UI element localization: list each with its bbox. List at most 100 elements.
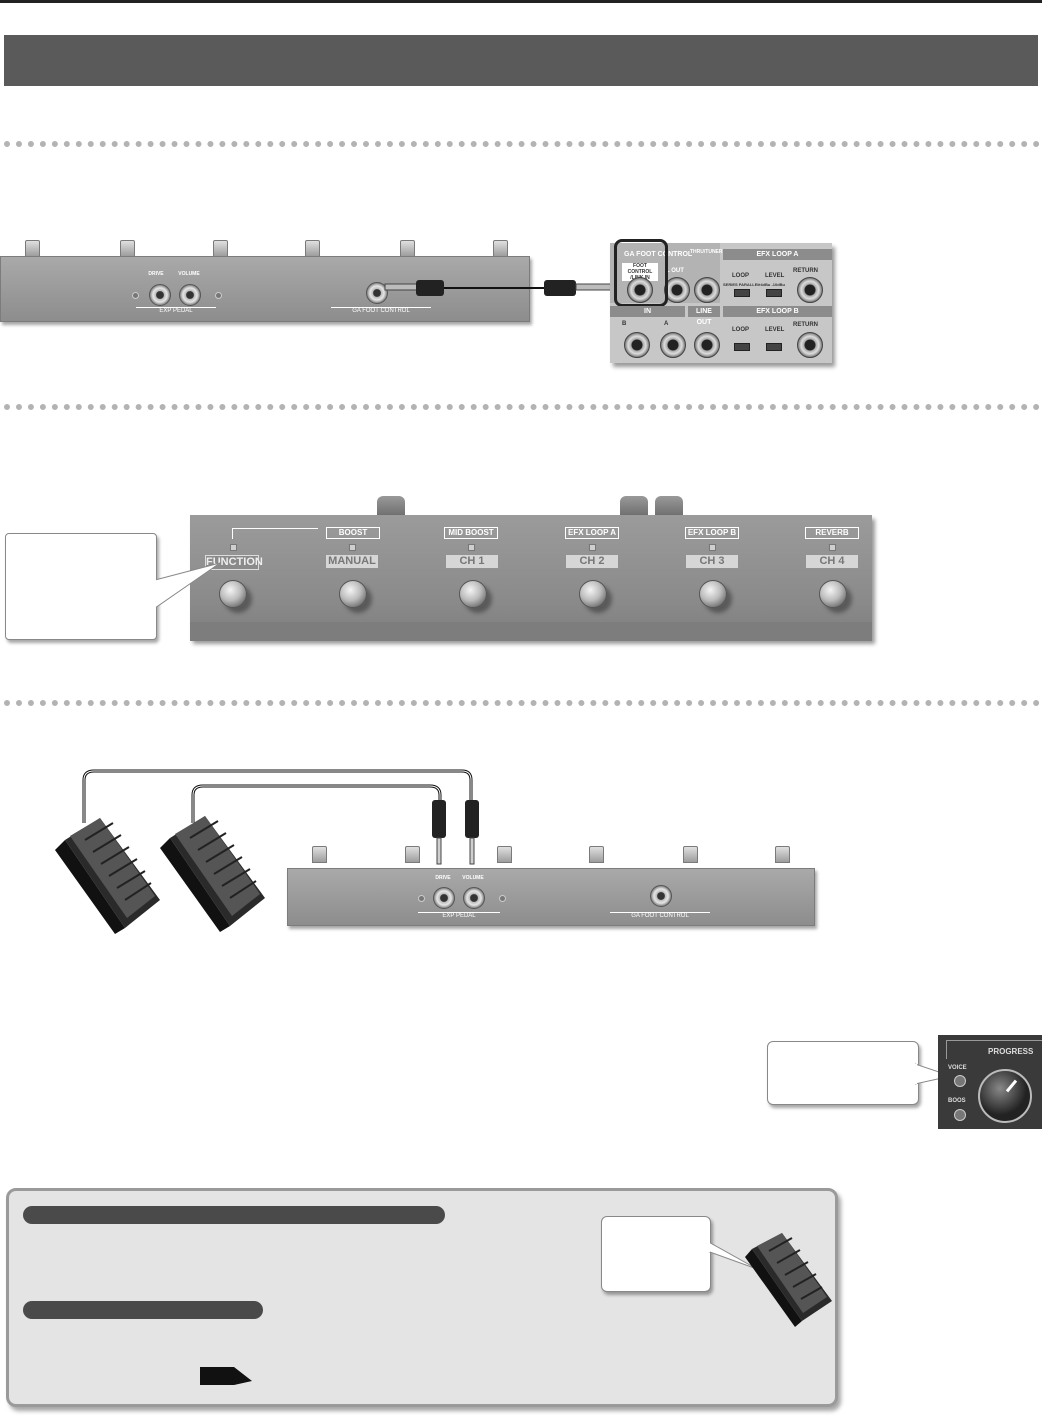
dotted-separator <box>4 700 1040 706</box>
group-label-boost: BOOST <box>326 527 380 539</box>
ch1-label: CH 1 <box>446 555 498 568</box>
screw-icon <box>132 292 139 299</box>
drive-jack[interactable] <box>433 887 455 909</box>
voice-button[interactable] <box>954 1075 966 1087</box>
ch4-foot-switch[interactable] <box>819 580 847 608</box>
note-box <box>6 1188 838 1407</box>
input-a-jack[interactable] <box>660 332 686 358</box>
line-out-jack[interactable] <box>694 332 720 358</box>
return-a-jack[interactable] <box>797 277 823 303</box>
series-parallel-label: SERIES PARALLEL <box>723 282 760 287</box>
foot-switch-icon <box>400 240 415 257</box>
plug-icon <box>384 283 420 291</box>
loop-switch[interactable] <box>734 289 750 297</box>
drive-jack[interactable] <box>149 284 171 306</box>
screw-icon <box>418 895 425 902</box>
foot-switch-icon <box>493 240 508 257</box>
plug-icon <box>436 837 442 865</box>
input-b-jack[interactable] <box>624 332 650 358</box>
line-out-heading: LINE OUT <box>688 306 720 326</box>
section-title-bar <box>4 35 1038 86</box>
plug-icon <box>465 800 479 838</box>
level-b-switch[interactable] <box>766 343 782 351</box>
progress-panel: PROGRESS VOICE BOOS <box>938 1035 1042 1129</box>
volume-jack[interactable] <box>179 284 201 306</box>
connection-cable <box>384 280 615 296</box>
led-indicator <box>230 544 237 551</box>
heading-pill-1 <box>23 1206 445 1224</box>
foot-switch-icon <box>312 846 327 863</box>
plug-icon <box>416 280 444 296</box>
drive-label: DRIVE <box>148 271 164 277</box>
dotted-separator <box>4 141 1040 147</box>
foot-controller-panel <box>190 515 872 640</box>
ch4-label: CH 4 <box>806 555 858 568</box>
loop-b-switch[interactable] <box>734 343 750 351</box>
drive-label: DRIVE <box>435 875 451 881</box>
thru-tuner-out-jack[interactable] <box>694 277 720 303</box>
foot-switch-icon <box>683 846 698 863</box>
led-indicator <box>709 544 716 551</box>
return-b-label: RETURN <box>793 322 818 328</box>
ch3-label: CH 3 <box>686 555 738 568</box>
manual-foot-switch[interactable] <box>339 580 367 608</box>
foot-switch-icon <box>405 846 420 863</box>
level-b-label: LEVEL <box>765 327 785 333</box>
ga-foot-control-jack[interactable] <box>650 885 672 907</box>
loop-label: LOOP <box>732 273 750 279</box>
volume-jack[interactable] <box>463 887 485 909</box>
dotted-separator <box>4 404 1040 410</box>
callout-pointer <box>915 1063 953 1085</box>
group-label-efx-loop-a: EFX LOOP A <box>565 527 619 539</box>
manual-label: MANUAL <box>326 555 378 568</box>
foot-switch-icon <box>25 240 40 257</box>
boost-label: BOOS <box>948 1098 966 1104</box>
pedal-plugs <box>432 800 479 865</box>
progress-frame <box>946 1040 1042 1059</box>
function-foot-switch[interactable] <box>219 580 247 608</box>
foot-controller-base <box>190 622 872 641</box>
top-rule <box>0 0 1042 3</box>
ch1-foot-switch[interactable] <box>459 580 487 608</box>
volume-label: VOLUME <box>462 875 484 881</box>
ga-foot-control-label: GA FOOT CONTROL <box>610 912 710 919</box>
ch2-foot-switch[interactable] <box>579 580 607 608</box>
in-heading: IN <box>610 306 685 317</box>
expression-pedal-icon <box>160 816 265 932</box>
pedal-callout <box>601 1216 711 1292</box>
callout-pointer <box>150 562 221 609</box>
exp-pedal-label: EXP PEDAL <box>136 307 216 314</box>
foot-control-link-in-jack[interactable] <box>627 277 653 303</box>
top-jack-housing <box>655 496 683 518</box>
level-switch[interactable] <box>766 289 782 297</box>
voice-label: VOICE <box>948 1065 967 1071</box>
plug-icon <box>432 800 446 838</box>
led-indicator <box>829 544 836 551</box>
jack-b-label: B <box>622 321 627 327</box>
function-bracket <box>232 528 318 539</box>
progress-callout <box>767 1041 919 1105</box>
screw-icon <box>499 895 506 902</box>
function-label: FUNCTION <box>205 555 263 570</box>
ga-foot-control-jack[interactable] <box>366 282 388 304</box>
group-label-efx-loop-b: EFX LOOP B <box>685 527 739 539</box>
ch2-label: CH 2 <box>566 555 618 568</box>
foot-switch-icon <box>213 240 228 257</box>
highlight-frame <box>614 239 668 307</box>
knob-pointer <box>1005 1079 1018 1093</box>
unit-body: DRIVE VOLUME EXP PEDAL GA FOOT CONTROL <box>287 868 815 926</box>
progress-knob[interactable] <box>978 1069 1032 1123</box>
link-out-jack[interactable] <box>664 277 690 303</box>
boost-button[interactable] <box>954 1109 966 1121</box>
top-jack-housing <box>377 496 405 518</box>
return-b-jack[interactable] <box>797 332 823 358</box>
thru-tuner-out-label: THRU/TUNER OUT <box>690 249 735 255</box>
ch3-foot-switch[interactable] <box>699 580 727 608</box>
foot-switch-icon <box>305 240 320 257</box>
function-callout <box>5 533 157 640</box>
level-values-label: +4dBu -10dBu <box>758 282 786 287</box>
ga-foot-control-label: GA FOOT CONTROL <box>331 307 431 314</box>
foot-controller-unit-2: DRIVE VOLUME EXP PEDAL GA FOOT CONTROL <box>287 846 815 928</box>
group-label-mid-boost: MID BOOST <box>444 527 498 539</box>
screw-icon <box>215 292 222 299</box>
